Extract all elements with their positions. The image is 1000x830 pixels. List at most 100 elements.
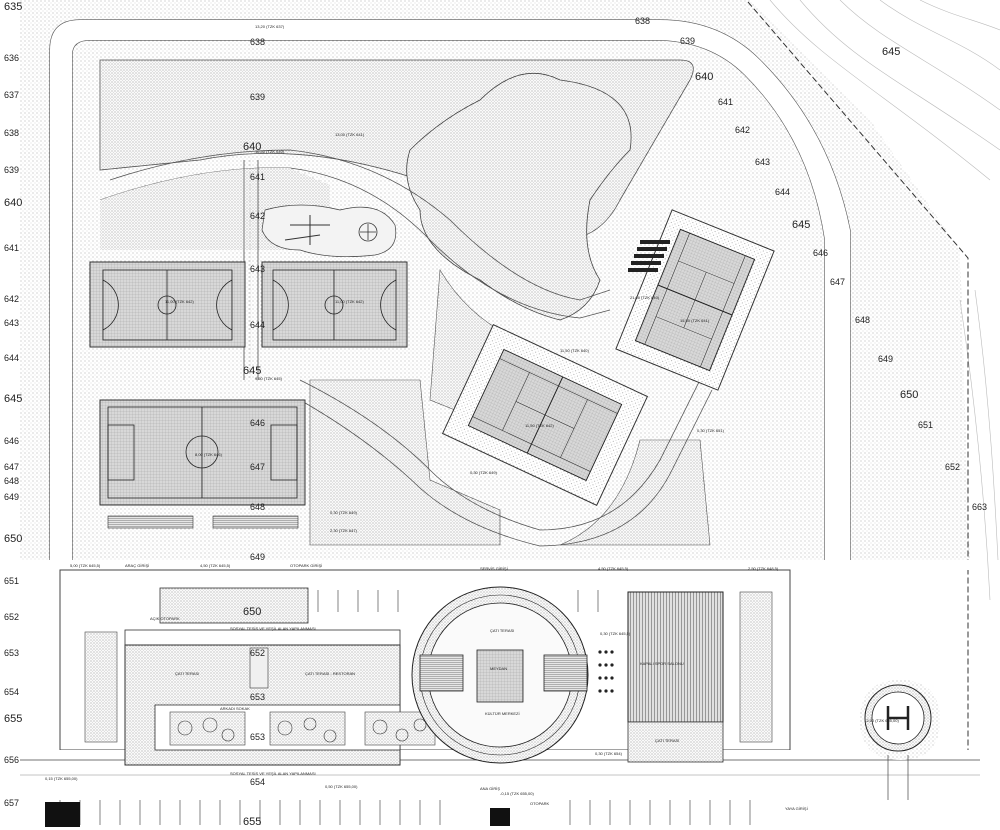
elevation-marker: 0,50 (TZK 655,00): [325, 784, 358, 789]
label-yaya: YAYA GİRİŞİ: [785, 806, 808, 811]
elevation-marker: 11,50 (TZK 642): [525, 423, 554, 428]
tennis-seating: [628, 240, 670, 272]
elevation-marker: 0,30 (TZK 651): [697, 428, 725, 433]
elevation-marker: -0,15 (TZK 655,00): [500, 791, 534, 796]
left-contour-655: 655: [4, 713, 22, 725]
elevation-marker: 11,00 (TZK 642): [165, 299, 194, 304]
building-labels: AÇIK OTOPARK SOSYAL TESİS VE YEŞİL ALAN …: [125, 563, 808, 811]
contour-label: 640: [695, 71, 713, 83]
contour-label: 655: [243, 816, 261, 828]
label-arena: ÇATI TERASI: [490, 628, 514, 633]
contour-label: 640: [243, 141, 261, 153]
entry-block: [490, 808, 510, 826]
contour-label: 645: [792, 219, 810, 231]
helipad: [860, 680, 940, 800]
elevation-marker: 0,30 (TZK 649): [470, 470, 498, 475]
label-otopark: AÇIK OTOPARK: [150, 616, 180, 621]
left-contour-642: 642: [4, 294, 19, 304]
site-boundary: [747, 1, 969, 830]
left-contour-654: 654: [4, 687, 19, 697]
contour-label: 638: [250, 37, 265, 47]
black-block: [45, 802, 80, 827]
contour-label: 641: [250, 172, 265, 182]
left-contour-635: 635: [4, 1, 22, 13]
contour-label: 638: [635, 16, 650, 26]
elevation-marker: 15,50 (TZK 641): [680, 318, 710, 323]
contour-label: 643: [755, 157, 770, 167]
contour-label: 639: [250, 92, 265, 102]
contour-label: 651: [918, 420, 933, 430]
contour-label: 642: [735, 125, 750, 135]
left-contour-651: 651: [4, 576, 19, 586]
label-sosyal-2: SOSYAL TESİS VE YEŞİL ALAN YAPILANMASI: [230, 771, 316, 776]
contour-label: 653: [250, 692, 265, 702]
central-plaza: [411, 586, 589, 764]
left-contour-643: 643: [4, 318, 19, 328]
left-contour-641: 641: [4, 243, 19, 253]
elevation-marker: 2,50 (TZK 648,5): [748, 566, 779, 571]
playground: [261, 204, 397, 258]
label-otopark-giris: OTOPARK GİRİŞİ: [290, 563, 322, 568]
elevation-marker: 0,15 (TZK 655,00): [45, 776, 78, 781]
central-green: [406, 73, 632, 321]
contour-label: 639: [680, 36, 695, 46]
elevation-marker: 4,50 (TZK 645,5): [200, 563, 231, 568]
elevation-marker: 16,50 (TZK 640): [255, 149, 285, 154]
contour-label: 653: [250, 732, 265, 742]
label-teras-2: ÇATI TERASI - RESTORAN: [305, 671, 355, 676]
left-contour-638: 638: [4, 128, 19, 138]
contour-label: 646: [250, 418, 265, 428]
elevation-marker: 5,00 (TZK 645,5): [70, 563, 101, 568]
contour-label: 654: [250, 777, 265, 787]
elevation-marker: 11,50 (TZK 640): [560, 348, 589, 353]
contour-label: 650: [900, 389, 918, 401]
label-servis: SERVİS GİRİŞİ: [480, 566, 508, 571]
contour-label: 649: [878, 354, 893, 364]
left-contour-657: 657: [4, 798, 19, 808]
contour-label: 644: [250, 320, 265, 330]
left-contour-scale: 6356366376386396406416426436446456466476…: [4, 1, 22, 808]
left-contour-649: 649: [4, 492, 19, 502]
left-contour-639: 639: [4, 165, 19, 175]
contour-label: 646: [813, 248, 828, 258]
contour-label: 642: [250, 211, 265, 221]
label-teras: ÇATI TERASI: [175, 671, 199, 676]
elevation-marker: -2,00 (TZK 655,00): [865, 718, 899, 723]
left-contour-652: 652: [4, 612, 19, 622]
elevation-markers: 13,20 (TZK 637) 13,00 (TZK 641) 16,50 (T…: [45, 24, 899, 796]
label-arkad: ARKADI SOKAK: [220, 706, 250, 711]
elevation-marker: 11,00 (TZK 642): [335, 299, 364, 304]
left-contour-650: 650: [4, 533, 22, 545]
contour-lines: [769, 0, 1000, 601]
label-spor: KAPALI SPOR SALONU: [640, 661, 684, 666]
contour-label: 647: [830, 277, 845, 287]
left-contour-653: 653: [4, 648, 19, 658]
contour-label: 652: [250, 648, 265, 658]
left-contour-637: 637: [4, 90, 19, 100]
contour-label: 652: [945, 462, 960, 472]
label-giris: ANA GİRİŞ: [480, 786, 500, 791]
contour-label: 645: [882, 46, 900, 58]
label-cati: ÇATI TERASI: [655, 738, 679, 743]
contour-label: 647: [250, 462, 265, 472]
football-field: [99, 399, 306, 506]
contour-label: 663: [972, 502, 987, 512]
basketball-court-left: [89, 261, 246, 348]
social-facility: [84, 587, 436, 766]
label-otopark-right: OTOPARK: [530, 801, 550, 806]
label-sosyal: SOSYAL TESİS VE YEŞİL ALAN YAPILANMASI: [230, 626, 316, 631]
sports-hall: [598, 591, 773, 763]
contour-label: 644: [775, 187, 790, 197]
elevation-marker: 4,50 (TZK 645,5): [598, 566, 629, 571]
label-arac: ARAÇ GİRİŞİ: [125, 563, 149, 568]
left-contour-645: 645: [4, 393, 22, 405]
left-contour-656: 656: [4, 755, 19, 765]
left-contour-636: 636: [4, 53, 19, 63]
elevation-marker: 2,30 (TZK 647): [330, 528, 358, 533]
elevation-marker: 0,30 (TZK 649): [330, 510, 358, 515]
contour-label: 643: [250, 264, 265, 274]
elevation-marker: 9,50 (TZK 645): [255, 376, 283, 381]
elevation-marker: 13,20 (TZK 637): [255, 24, 285, 29]
left-contour-646: 646: [4, 436, 19, 446]
